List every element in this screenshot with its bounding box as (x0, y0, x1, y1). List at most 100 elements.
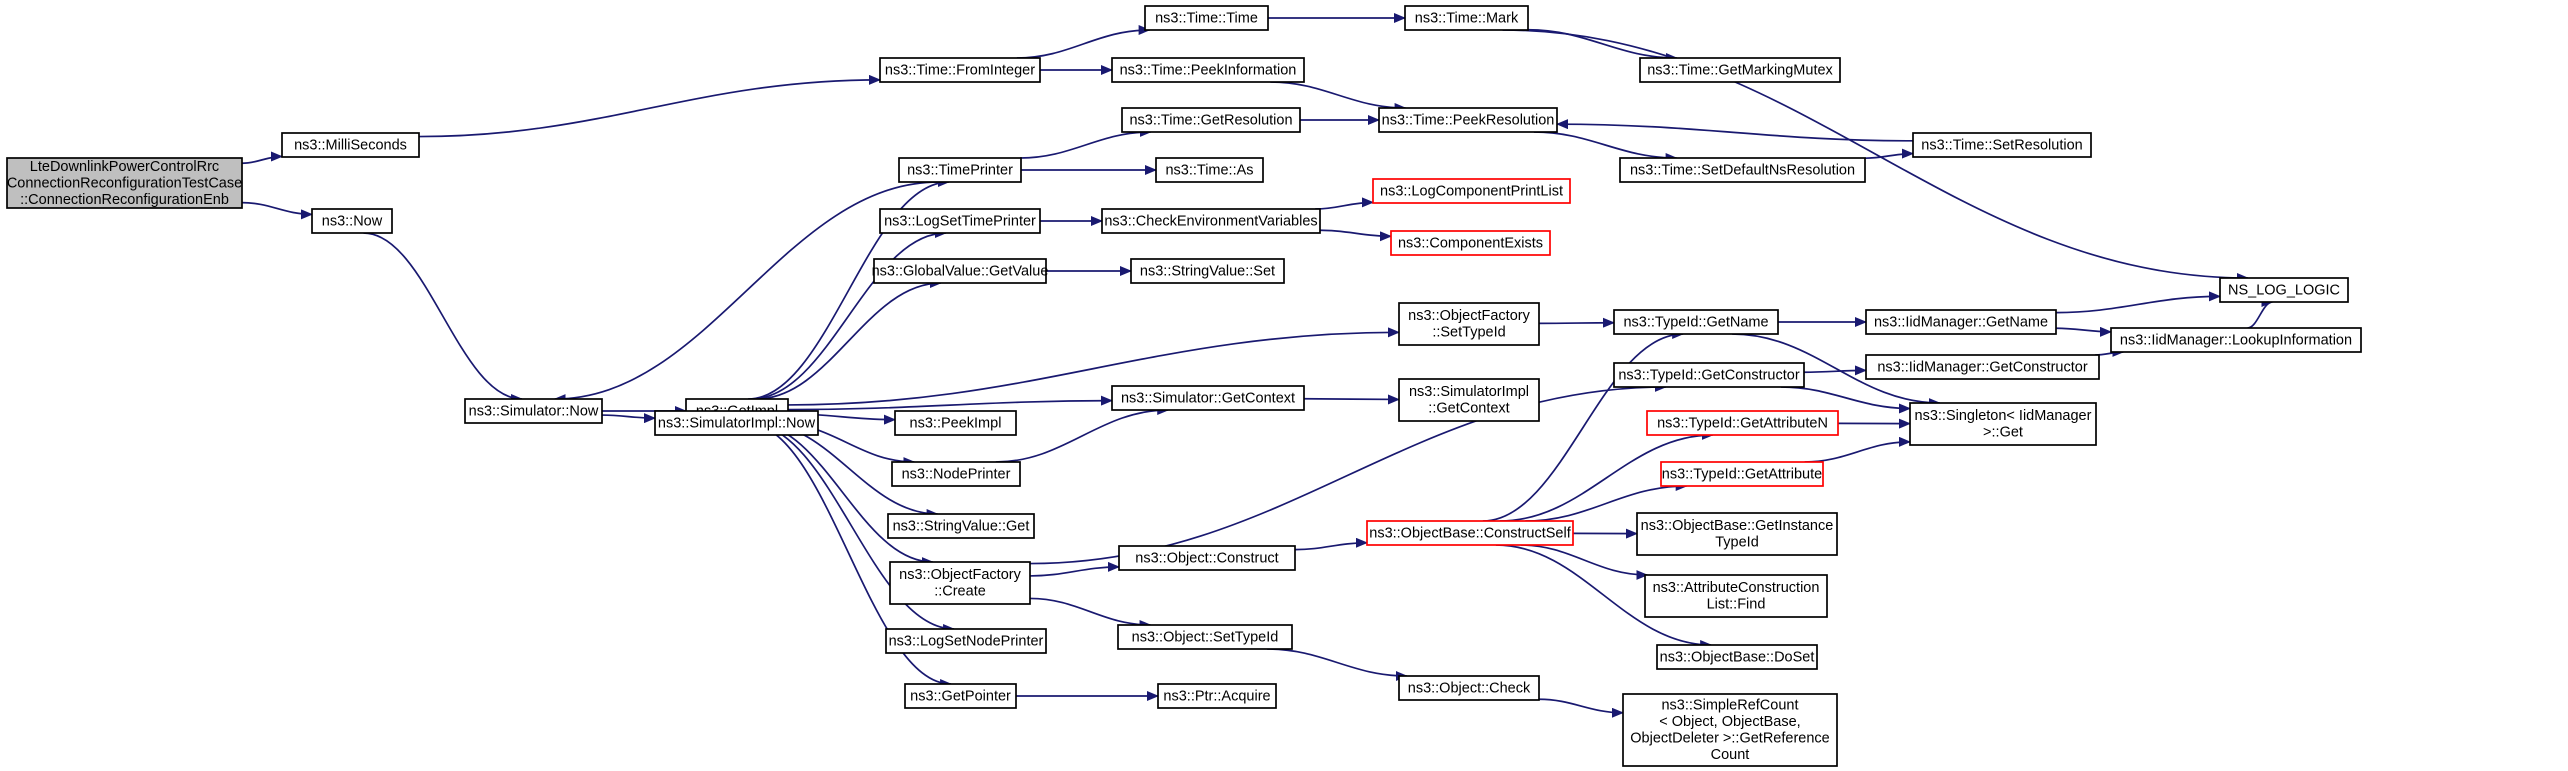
node-box[interactable] (1865, 309, 2057, 335)
node-ptr-acquire[interactable]: ns3::Ptr::Acquire (1157, 683, 1277, 709)
node-milliseconds[interactable]: ns3::MilliSeconds (281, 132, 420, 158)
node-time-setdefaultnsresolution[interactable]: ns3::Time::SetDefaultNsResolution (1619, 157, 1866, 183)
node-box[interactable] (1372, 178, 1571, 204)
node-time-getresolution[interactable]: ns3::Time::GetResolution (1121, 107, 1301, 133)
node-box[interactable] (887, 513, 1035, 539)
node-box[interactable] (464, 398, 603, 424)
node-peekimpl[interactable]: ns3::PeekImpl (894, 410, 1017, 436)
node-simplerefcount-getreferencecount[interactable]: ns3::SimpleRefCount< Object, ObjectBase,… (1622, 693, 1838, 767)
node-box[interactable] (1366, 520, 1574, 546)
node-box[interactable] (1378, 107, 1558, 133)
node-ns-log-logic[interactable]: NS_LOG_LOGIC (2219, 277, 2349, 303)
call-edge-objectbase_constructself-to-typeid_getname (1482, 329, 1685, 522)
node-box[interactable] (1111, 385, 1305, 411)
node-box[interactable] (1613, 309, 1779, 335)
node-box[interactable] (2110, 327, 2362, 353)
node-box[interactable] (654, 410, 819, 436)
node-box[interactable] (1111, 57, 1305, 83)
node-checkenvironmentvariables[interactable]: ns3::CheckEnvironmentVariables (1101, 208, 1321, 234)
node-box[interactable] (1130, 258, 1285, 284)
node-time-getmarkingmutex[interactable]: ns3::Time::GetMarkingMutex (1639, 57, 1841, 83)
node-time-as[interactable]: ns3::Time::As (1155, 157, 1264, 183)
node-now[interactable]: ns3::Now (311, 208, 393, 234)
node-box[interactable] (6, 157, 243, 209)
node-box[interactable] (311, 208, 393, 234)
node-box[interactable] (1622, 693, 1838, 767)
node-typeid-getattribute[interactable]: ns3::TypeId::GetAttribute (1660, 461, 1824, 487)
node-simulatorimpl-getcontext[interactable]: ns3::SimulatorImpl::GetContext (1398, 378, 1540, 422)
node-box[interactable] (1101, 208, 1321, 234)
node-simulator-getcontext[interactable]: ns3::Simulator::GetContext (1111, 385, 1305, 411)
node-box[interactable] (879, 57, 1041, 83)
node-object-construct[interactable]: ns3::Object::Construct (1118, 545, 1296, 571)
node-iidmanager-getconstructor[interactable]: ns3::IidManager::GetConstructor (1865, 354, 2100, 380)
node-box[interactable] (1639, 57, 1841, 83)
node-objectfactory-create[interactable]: ns3::ObjectFactory::Create (889, 561, 1031, 605)
node-box[interactable] (1865, 354, 2100, 380)
node-objectbase-constructself[interactable]: ns3::ObjectBase::ConstructSelf (1366, 520, 1574, 546)
node-box[interactable] (1656, 644, 1818, 670)
node-timeprinter[interactable]: ns3::TimePrinter (898, 157, 1022, 183)
node-time-mark[interactable]: ns3::Time::Mark (1404, 5, 1529, 31)
node-box[interactable] (1157, 683, 1277, 709)
node-componentexists[interactable]: ns3::ComponentExists (1390, 230, 1551, 256)
node-time-time[interactable]: ns3::Time::Time (1144, 5, 1269, 31)
node-box[interactable] (281, 132, 420, 158)
node-simulator-now[interactable]: ns3::Simulator::Now (464, 398, 603, 424)
node-box[interactable] (1155, 157, 1264, 183)
node-box[interactable] (1398, 302, 1540, 346)
node-box[interactable] (1636, 512, 1838, 556)
node-object-check[interactable]: ns3::Object::Check (1398, 675, 1540, 701)
node-box[interactable] (1398, 675, 1540, 701)
node-getpointer[interactable]: ns3::GetPointer (904, 683, 1017, 709)
node-logcomponentprintlist[interactable]: ns3::LogComponentPrintList (1372, 178, 1571, 204)
node-singleton-get[interactable]: ns3::Singleton< IidManager>::Get (1909, 402, 2097, 446)
node-box[interactable] (1117, 624, 1293, 650)
node-box[interactable] (1912, 132, 2092, 158)
node-iidmanager-lookupinformation[interactable]: ns3::IidManager::LookupInformation (2110, 327, 2362, 353)
node-simulatorimpl-now[interactable]: ns3::SimulatorImpl::Now (654, 410, 819, 436)
node-logsettimeprinter[interactable]: ns3::LogSetTimePrinter (879, 208, 1041, 234)
node-nodeprinter[interactable]: ns3::NodePrinter (891, 461, 1021, 487)
node-globalvalue-getvalue[interactable]: ns3::GlobalValue::GetValue (872, 258, 1049, 284)
node-box[interactable] (1404, 5, 1529, 31)
node-box[interactable] (885, 628, 1047, 654)
node-box[interactable] (1619, 157, 1866, 183)
node-box[interactable] (1660, 461, 1824, 487)
node-box[interactable] (898, 157, 1022, 183)
node-time-frominteger[interactable]: ns3::Time::FromInteger (879, 57, 1041, 83)
node-logsetnodeprinter[interactable]: ns3::LogSetNodePrinter (885, 628, 1047, 654)
node-stringvalue-get[interactable]: ns3::StringValue::Get (887, 513, 1035, 539)
node-box[interactable] (1646, 410, 1839, 436)
node-box[interactable] (904, 683, 1017, 709)
node-box[interactable] (1909, 402, 2097, 446)
node-label-line: ::Create (934, 584, 986, 600)
node-box[interactable] (889, 561, 1031, 605)
node-iidmanager-getname[interactable]: ns3::IidManager::GetName (1865, 309, 2057, 335)
node-root[interactable]: LteDownlinkPowerControlRrcConnectionReco… (6, 157, 243, 209)
node-box[interactable] (1121, 107, 1301, 133)
node-box[interactable] (1644, 574, 1828, 618)
node-box[interactable] (1398, 378, 1540, 422)
node-typeid-getattributen[interactable]: ns3::TypeId::GetAttributeN (1646, 410, 1839, 436)
node-typeid-getname[interactable]: ns3::TypeId::GetName (1613, 309, 1779, 335)
node-box[interactable] (894, 410, 1017, 436)
node-box[interactable] (1613, 362, 1805, 388)
node-box[interactable] (879, 208, 1041, 234)
node-stringvalue-set[interactable]: ns3::StringValue::Set (1130, 258, 1285, 284)
node-time-peekresolution[interactable]: ns3::Time::PeekResolution (1378, 107, 1558, 133)
node-objectfactory-settypeid[interactable]: ns3::ObjectFactory::SetTypeId (1398, 302, 1540, 346)
node-box[interactable] (1390, 230, 1551, 256)
node-box[interactable] (2219, 277, 2349, 303)
node-time-setresolution[interactable]: ns3::Time::SetResolution (1912, 132, 2092, 158)
node-objectbase-doset[interactable]: ns3::ObjectBase::DoSet (1656, 644, 1818, 670)
node-box[interactable] (1144, 5, 1269, 31)
node-box[interactable] (891, 461, 1021, 487)
node-typeid-getconstructor[interactable]: ns3::TypeId::GetConstructor (1613, 362, 1805, 388)
node-time-peekinformation[interactable]: ns3::Time::PeekInformation (1111, 57, 1305, 83)
node-object-settypeid[interactable]: ns3::Object::SetTypeId (1117, 624, 1293, 650)
node-box[interactable] (1118, 545, 1296, 571)
node-box[interactable] (873, 258, 1047, 284)
